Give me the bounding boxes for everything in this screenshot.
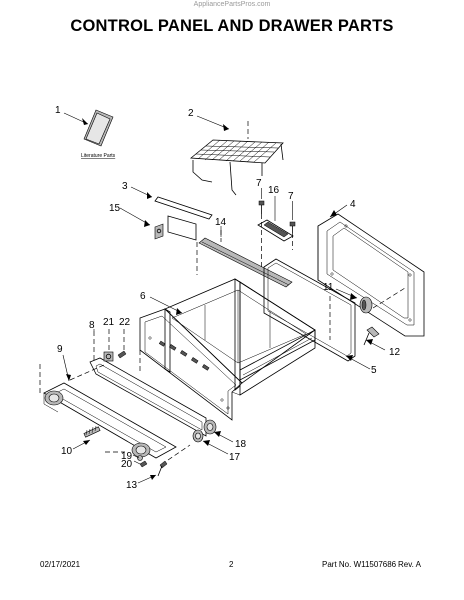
callout-9: 9: [57, 344, 63, 355]
rear-panel: [317, 213, 425, 337]
callout-22: 22: [119, 317, 131, 328]
callout-2: 2: [188, 108, 194, 119]
callout-17: 17: [229, 452, 241, 463]
callout-12: 12: [389, 347, 401, 358]
screw-left: [258, 200, 265, 214]
control-knob: [359, 296, 373, 314]
callout-7-right: 7: [288, 191, 294, 202]
footer-part-number: Part No. W11507686: [322, 560, 397, 569]
callout-6: 6: [140, 291, 146, 302]
warming-drawer-box: [139, 278, 316, 421]
callout-10: 10: [61, 446, 73, 457]
callout-1: 1: [55, 105, 61, 116]
callout-16: 16: [268, 185, 280, 196]
callout-21: 21: [103, 317, 115, 328]
hardware-19: [137, 455, 143, 461]
callout-4: 4: [350, 199, 356, 210]
page-title: CONTROL PANEL AND DRAWER PARTS: [70, 17, 394, 35]
handle-spring: [83, 425, 101, 438]
callout-13: 13: [126, 480, 138, 491]
control-slots: [158, 340, 210, 371]
callout-7-left: 7: [256, 178, 262, 189]
control-board: [154, 215, 197, 241]
literature-parts: Literature Parts: [81, 109, 116, 159]
drawer-handle: [43, 382, 177, 459]
knob-bezel: [103, 351, 114, 362]
footer-date: 02/17/2021: [40, 560, 81, 569]
watermark: AppliancePartsPros.com: [193, 1, 271, 8]
callout-18: 18: [235, 439, 247, 450]
roller-18: [203, 419, 217, 435]
screw-right: [289, 221, 296, 233]
front-screw: [117, 350, 127, 359]
footer-page-number: 2: [229, 560, 234, 569]
callout-14: 14: [215, 217, 227, 228]
footer-revision: Rev. A: [398, 560, 421, 569]
callout-19: 19: [121, 451, 133, 462]
rack-grill: [189, 139, 284, 196]
literature-parts-label: Literature Parts: [81, 153, 116, 159]
bottom-screw: [157, 460, 168, 477]
callout-8: 8: [89, 320, 95, 331]
switch-bracket: [257, 219, 294, 242]
seal-strip: [198, 237, 293, 288]
door-gasket: [263, 258, 356, 362]
callout-5: 5: [371, 365, 377, 376]
roller-17: [192, 429, 204, 443]
callout-11: 11: [323, 282, 334, 293]
callout-15: 15: [109, 203, 121, 214]
drawer-clip: [363, 326, 380, 346]
callout-20: 20: [121, 459, 133, 470]
callout-3: 3: [122, 181, 128, 192]
hardware-20: [139, 460, 148, 468]
